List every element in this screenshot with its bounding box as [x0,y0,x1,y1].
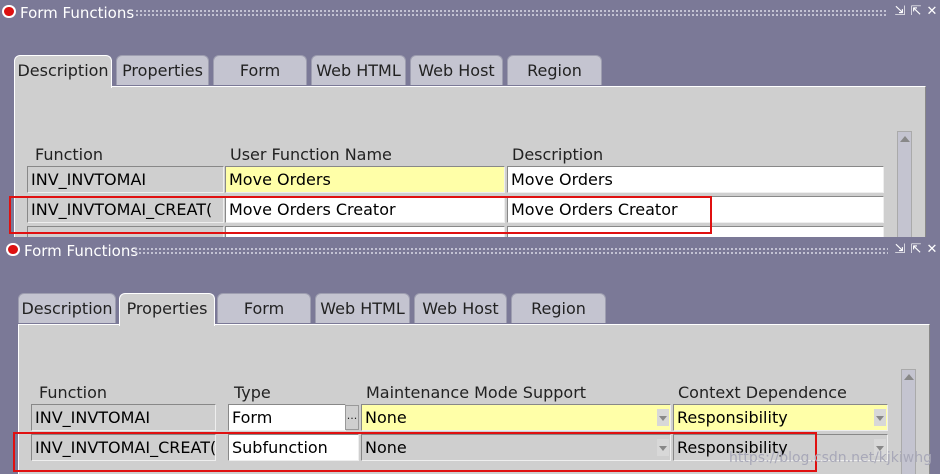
highlight-box [13,432,817,472]
form-functions-window-2: Form Functions ⇲ ⇱ ✕ Description Propert… [4,238,940,474]
close-icon[interactable]: ✕ [926,4,938,19]
type-field[interactable]: Subfunction [228,434,359,461]
tab-description[interactable]: Description [18,293,116,323]
tab-panel: Function Type Maintenance Mode Support C… [18,324,930,474]
maintenance-mode-select[interactable]: None [361,434,671,461]
title-bar-grip [135,9,888,18]
column-header-context-dependence: Context Dependence [678,383,847,402]
function-field[interactable]: INV_INVTOMAI [31,404,216,431]
maintenance-mode-value: None [365,408,407,427]
function-field-empty[interactable] [27,226,224,237]
user-function-name-field[interactable]: Move Orders [225,166,505,193]
window-title: Form Functions [24,242,139,260]
description-field-empty[interactable] [507,226,884,237]
title-bar[interactable]: Form Functions ⇲ ⇱ ✕ [4,238,940,264]
maintenance-mode-select[interactable]: None [361,404,671,431]
oracle-logo-icon [2,5,16,18]
vertical-scrollbar[interactable] [901,369,916,474]
column-header-type: Type [234,383,271,402]
tab-web-html[interactable]: Web HTML [315,293,410,323]
scroll-up-icon[interactable] [904,374,914,380]
description-field[interactable]: Move Orders Creator [507,196,884,223]
minimize-icon[interactable]: ⇲ [894,4,906,19]
function-field[interactable]: INV_INVTOMAI_CREAT( [31,434,216,461]
title-bar-grip [134,247,888,256]
context-dependence-select[interactable]: Responsibility [673,404,888,431]
column-header-user-function-name: User Function Name [230,145,392,164]
column-header-maintenance-mode: Maintenance Mode Support [366,383,587,402]
watermark: https://blog.csdn.net/kjkiwhg [729,450,932,466]
column-header-function: Function [39,383,108,402]
chevron-down-icon[interactable] [657,409,669,426]
tab-description[interactable]: Description [14,55,112,88]
form-functions-window-1: Form Functions ⇲ ⇱ ✕ Description Propert… [0,0,940,237]
type-field[interactable]: Form [228,404,346,431]
scroll-up-icon[interactable] [900,136,910,142]
tab-region[interactable]: Region [507,55,602,85]
context-dependence-select[interactable]: Responsibility [673,434,888,461]
tab-region[interactable]: Region [511,293,606,323]
tab-form[interactable]: Form [213,55,307,85]
vertical-scrollbar[interactable] [897,131,912,237]
maintenance-mode-value: None [365,438,407,457]
close-icon[interactable]: ✕ [926,242,938,257]
description-field[interactable]: Move Orders [507,166,884,193]
tab-web-host[interactable]: Web Host [410,55,503,85]
function-field[interactable]: INV_INVTOMAI [27,166,224,193]
maximize-icon[interactable]: ⇱ [910,242,922,257]
tab-panel: Function User Function Name Description … [14,86,926,237]
tab-properties[interactable]: Properties [116,55,209,85]
minimize-icon[interactable]: ⇲ [894,242,906,257]
context-dependence-value: Responsibility [677,408,788,427]
chevron-down-icon[interactable] [657,439,669,456]
tab-form[interactable]: Form [217,293,311,323]
maximize-icon[interactable]: ⇱ [910,4,922,19]
context-dependence-value: Responsibility [677,438,788,457]
tab-web-html[interactable]: Web HTML [311,55,406,85]
chevron-down-icon[interactable] [874,409,886,426]
user-function-name-field[interactable]: Move Orders Creator [225,196,505,223]
tab-properties[interactable]: Properties [119,293,215,326]
tab-web-host[interactable]: Web Host [414,293,507,323]
lov-button[interactable]: ... [345,405,359,430]
user-function-name-field-empty[interactable] [225,226,505,237]
oracle-logo-icon [6,243,20,256]
column-header-description: Description [512,145,604,164]
title-bar[interactable]: Form Functions ⇲ ⇱ ✕ [0,0,940,26]
chevron-down-icon[interactable] [874,439,886,456]
highlight-box [9,196,712,234]
window-title: Form Functions [20,4,135,22]
column-header-function: Function [35,145,104,164]
